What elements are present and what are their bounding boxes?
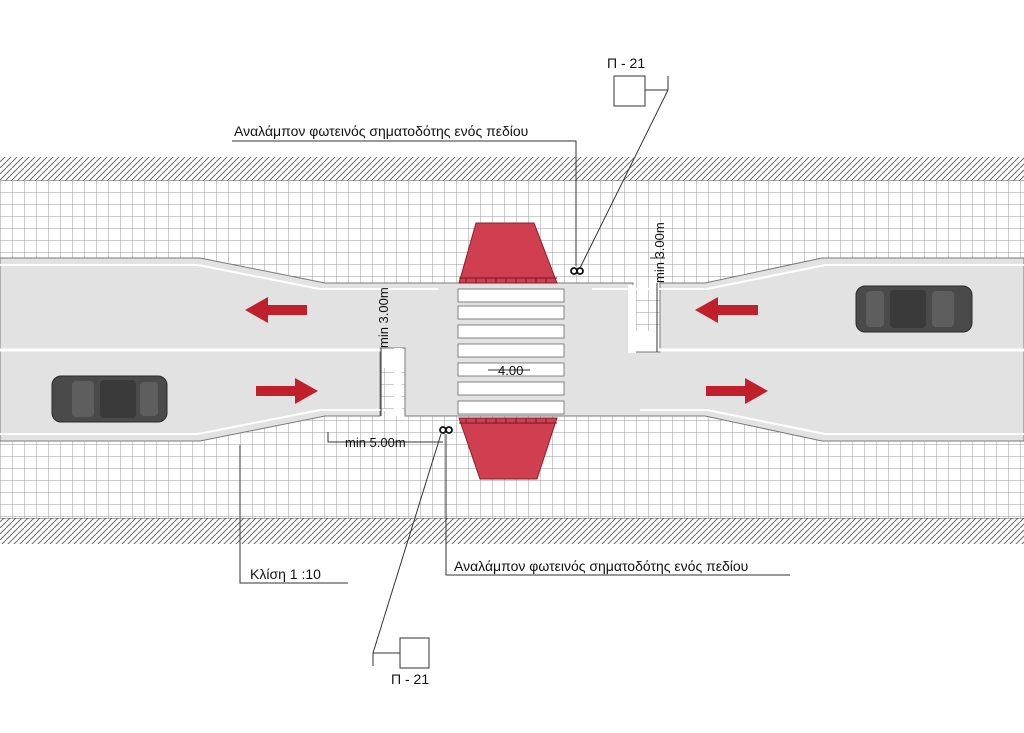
flasher-label-bottom: Αναλάμπον φωτεινός σηματοδότης ενός πεδί… [454, 558, 748, 574]
min-length-label: min 5.00m [345, 435, 406, 450]
direction-arrow-icon [706, 378, 768, 404]
sign-label-bottom: Π - 21 [391, 671, 429, 687]
crossing-width-label: 4.00 [498, 363, 523, 378]
min-width-label-center: min 3.00m [376, 287, 391, 348]
direction-arrow-icon [256, 378, 318, 404]
car-icon [51, 375, 168, 423]
sign-p21-icon [613, 75, 646, 107]
curb-top [0, 157, 1024, 181]
ramp-top [458, 222, 558, 284]
min-width-label-right: min 3.00m [652, 222, 667, 283]
edge-line-top [0, 264, 1024, 290]
direction-arrow-icon [245, 297, 307, 323]
leader-lines [232, 76, 790, 666]
traffic-flasher-icon [439, 426, 453, 434]
zebra-crossing [457, 288, 565, 415]
edge-line-bottom [0, 409, 1024, 435]
curb-bottom [0, 518, 1024, 544]
sign-p21-icon [399, 637, 430, 669]
ramp-bottom [458, 417, 558, 480]
direction-arrow-icon [695, 297, 758, 323]
flasher-label-top: Αναλάμπον φωτεινός σηματοδότης ενός πεδί… [234, 123, 528, 139]
car-icon [855, 285, 973, 333]
sign-label-top: Π - 21 [607, 55, 645, 71]
slope-label: Κλίση 1 :10 [250, 566, 321, 582]
